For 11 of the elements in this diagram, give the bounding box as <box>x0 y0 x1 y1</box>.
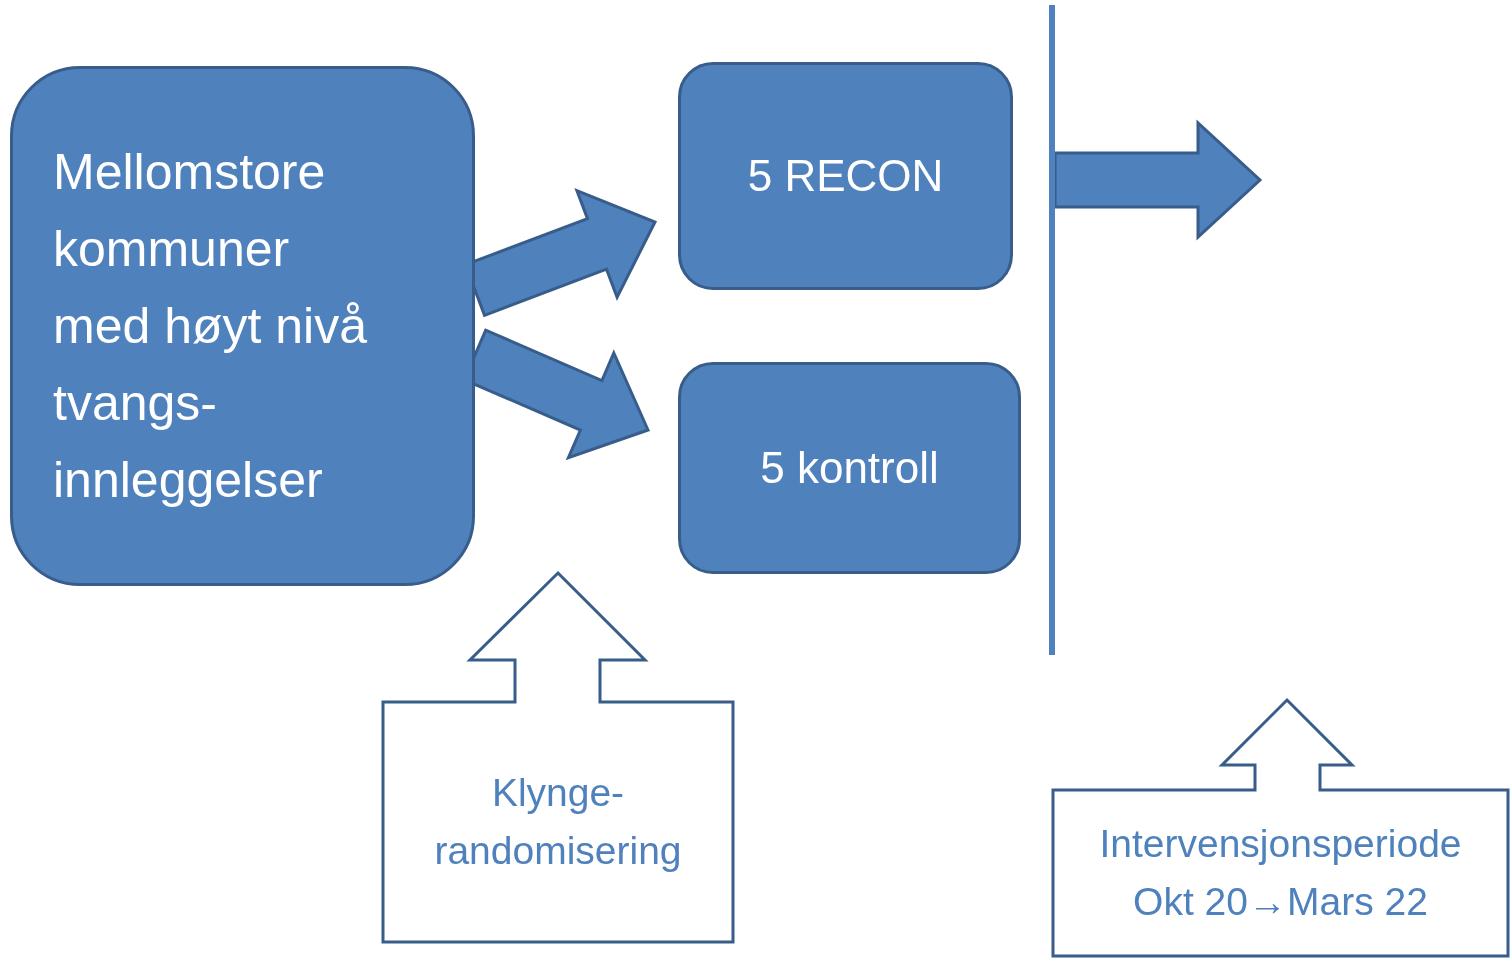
callout-text: Intervensjonsperiode Okt 20→Mars 22 <box>1098 821 1463 925</box>
arrow-callout <box>1053 700 1508 956</box>
group-box <box>678 62 1013 290</box>
group-box <box>678 362 1021 574</box>
population-box <box>10 66 475 586</box>
callout-text: Klynge- randomisering <box>433 770 683 874</box>
group-label: 5 RECON <box>747 150 944 202</box>
arrow-callout <box>383 573 733 942</box>
block-arrow <box>1053 119 1263 241</box>
box-text: Mellomstore kommuner med høyt nivå tvangs- innleggelser <box>53 142 368 510</box>
group-label: 5 kontroll <box>760 442 939 494</box>
